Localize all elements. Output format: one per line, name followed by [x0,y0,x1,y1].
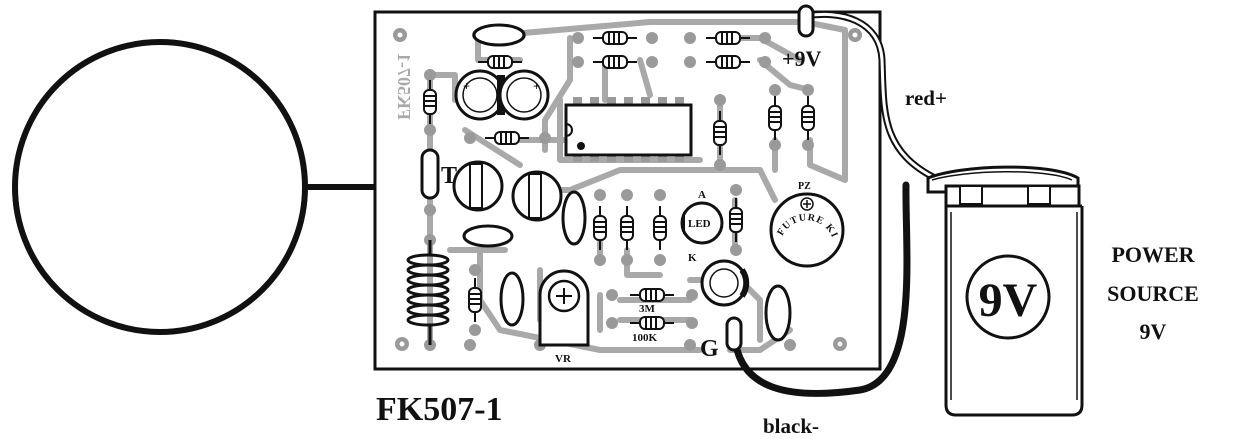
electrolytic-capacitors: + + [454,69,550,121]
mounting-holes [393,28,862,351]
led-label: LED [688,218,711,230]
svg-text:+: + [463,79,470,93]
coil-icon [406,240,450,345]
antenna-terminal [420,148,440,200]
variable-resistor [538,269,590,347]
power-source-label: POWER SOURCE 9V [1107,242,1199,344]
transistor [452,160,563,222]
ground-label: G [700,336,719,362]
black-wire [725,181,911,397]
red-wire-label: red+ [905,86,947,110]
led-icon [680,201,724,245]
power-source-line2: SOURCE [1107,281,1199,306]
resistor-100k-label: 100K [632,332,658,344]
led-cathode-label: K [688,252,697,264]
buzzer-pz-label: PZ [798,181,811,192]
transistor-label: T [441,163,457,189]
battery-voltage-label: 9V [979,274,1038,327]
vr-label: VR [555,353,572,365]
led-anode-label: A [698,189,706,201]
antenna-loop-icon [12,39,428,335]
resistor-3m-label: 3M [639,303,656,315]
supply-9v-label: +9V [782,46,822,71]
board-caption: FK507-1 [376,391,503,428]
red-wire [797,4,939,182]
ic-chip-icon [564,97,693,162]
round-capacitor [700,259,750,307]
board-silkscreen-code: FK507-1 [394,53,414,120]
power-source-line1: POWER [1111,242,1195,267]
battery-icon [926,165,1084,417]
ceramic-capacitors [462,23,792,342]
svg-text:+: + [533,79,540,93]
black-wire-label: black- [763,414,819,438]
power-source-line3: 9V [1140,319,1167,344]
